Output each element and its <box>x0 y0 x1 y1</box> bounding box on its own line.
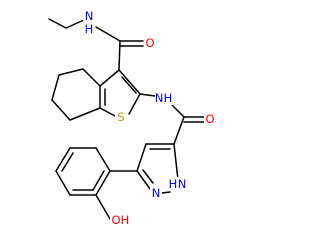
bond-ch3-ch2 <box>48 18 67 29</box>
label-bg-n-pyrazole <box>150 187 162 200</box>
bond-c3-c2 <box>118 69 141 95</box>
bond-c7-c7a <box>69 107 101 121</box>
atom-n-linker-h: H <box>164 91 173 105</box>
bond-c5-c6 <box>51 74 60 101</box>
atom-label-layer: N H O N H S O <box>83 9 216 227</box>
atom-oh-h: H <box>121 213 130 227</box>
bond-c3-n2-pyr <box>136 170 151 190</box>
bond-c4-c3-pyr <box>136 143 147 172</box>
bond-c6-c7 <box>51 99 71 121</box>
atom-n-ethyl-symbol: N <box>85 9 94 23</box>
bond-ph-inner-2 <box>61 152 74 172</box>
atom-n-ethyl-h: H <box>85 22 94 36</box>
label-bg-n-ethyl <box>83 10 95 35</box>
atom-n-linker-symbol: N <box>155 91 164 105</box>
bond-nh-linker-carbonyl <box>170 103 185 118</box>
molecule-svg: N H O N H S O <box>48 9 216 227</box>
label-bg-o-top <box>144 37 155 50</box>
bond-ph-c3-c4 <box>55 170 71 196</box>
atom-n-pyrazole: N <box>150 186 162 200</box>
atom-o-amide-mid: O <box>204 112 216 126</box>
bond-layer <box>48 18 205 220</box>
bond-s-c7a <box>99 107 116 117</box>
atom-n-linker: N H <box>155 91 173 105</box>
bond-n2-n1-pyr <box>161 191 171 194</box>
bond-ch2-nh <box>65 19 85 29</box>
bond-c3-c2-inner <box>121 76 137 94</box>
bond-c2-s <box>128 93 141 115</box>
bond-nh-carbonyl <box>95 26 121 42</box>
label-bg-nh-pyrazole <box>169 177 189 190</box>
atom-oh-phenol: O H <box>110 213 130 227</box>
atom-nh-pyrazole: N H <box>169 177 189 191</box>
molecule-structure: N H O N H S O <box>48 9 216 227</box>
atom-nh-pyrazole-symbol: N <box>178 177 187 191</box>
label-bg-n-linker <box>155 92 173 105</box>
atom-n-ethyl: N H <box>83 9 95 36</box>
bond-c3-c3a <box>99 69 120 87</box>
atom-s-thiophene: S <box>115 110 127 124</box>
atom-o-mid-symbol: O <box>205 112 214 126</box>
bond-ph-c1-c2 <box>95 170 111 196</box>
atom-o-amide-top: O <box>144 36 155 50</box>
label-bg-o-mid <box>204 113 216 126</box>
atom-n-pyrazole-symbol: N <box>152 186 161 200</box>
bond-carbonyl-pyrazole <box>173 116 185 145</box>
bond-c3a-c4 <box>82 68 101 87</box>
bond-c3-n2-pyr-inner <box>142 169 154 184</box>
bond-n1-c5-pyr <box>173 143 179 181</box>
label-bg-oh <box>110 214 130 227</box>
bond-ph-oh <box>95 194 111 220</box>
atom-s-symbol: S <box>117 110 124 124</box>
bond-carbonyl-c3 <box>118 40 121 71</box>
bond-c4-c5 <box>58 68 84 76</box>
bond-ph-c6-c1 <box>95 147 111 172</box>
bond-ph-c4-c5 <box>55 147 71 172</box>
atom-o-top-symbol: O <box>145 36 154 50</box>
bond-c2-nh-linker <box>139 93 156 97</box>
atom-nh-pyrazole-h: H <box>169 177 178 191</box>
label-bg-s <box>115 110 127 123</box>
atom-oh-symbol: O <box>111 213 120 227</box>
bond-ph-inner-1 <box>92 170 105 191</box>
